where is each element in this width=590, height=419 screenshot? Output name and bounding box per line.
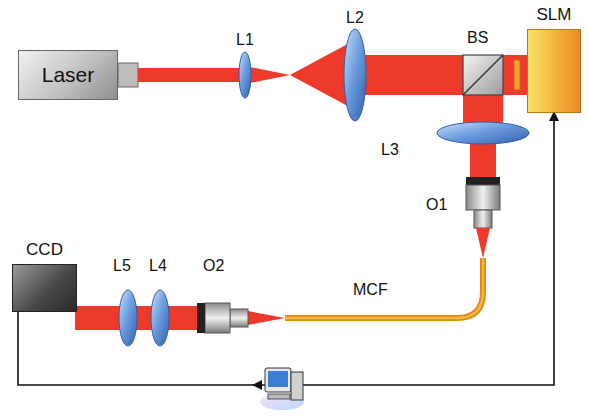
laser-nozzle <box>118 63 138 87</box>
node-label: SLM <box>517 5 590 25</box>
part-label: L3 <box>381 141 399 159</box>
lens-l5 <box>119 290 137 346</box>
objective-tip <box>474 210 492 228</box>
output-cone <box>248 311 285 325</box>
node-label: CCD <box>10 240 79 260</box>
splitter-diagonal <box>463 55 503 95</box>
lens-l4 <box>151 290 169 346</box>
objective-o2 <box>205 303 230 333</box>
objective-tip <box>230 309 248 327</box>
slm-window <box>514 60 520 90</box>
laser-beam <box>138 68 245 82</box>
multicore-fiber <box>285 258 483 318</box>
part-label: MCF <box>353 281 388 299</box>
focus-cone <box>476 228 490 258</box>
objective-ring <box>466 177 500 185</box>
laser-box: Laser <box>18 50 118 100</box>
part-label: L4 <box>149 257 167 275</box>
node-shape <box>12 264 77 312</box>
part-label: L5 <box>113 257 131 275</box>
node-shape <box>527 29 581 113</box>
beam-cone <box>245 66 290 84</box>
objective-ring <box>197 303 205 333</box>
lens-l1 <box>239 52 251 98</box>
node-label: Laser <box>42 63 95 87</box>
node-shape: Laser <box>18 50 118 100</box>
part-label: O1 <box>426 196 447 214</box>
ccd-box: CCD <box>10 240 79 312</box>
computer-icon <box>252 368 304 410</box>
part-label: L1 <box>236 31 254 49</box>
part-label: O2 <box>203 257 224 275</box>
lens-l2 <box>344 29 366 121</box>
objective-o1 <box>466 185 500 210</box>
lens-l3 <box>437 122 529 144</box>
part-label: BS <box>467 29 488 47</box>
slm-box: SLM <box>517 5 590 113</box>
beam-splitter <box>463 55 503 95</box>
expanded-beam <box>355 55 527 95</box>
part-label: L2 <box>346 9 364 27</box>
fiber-highlight <box>285 258 483 318</box>
feedback-line <box>18 113 554 385</box>
